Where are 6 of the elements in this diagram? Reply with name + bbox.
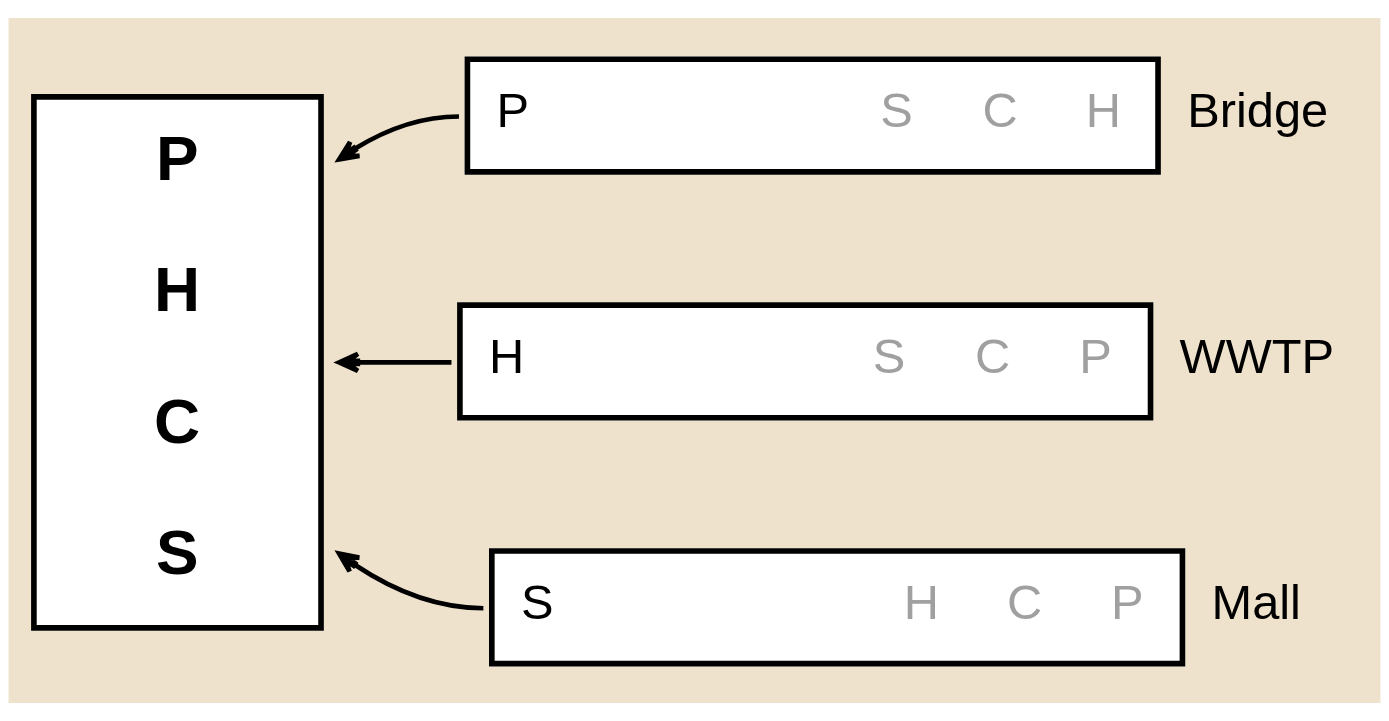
node-label: WWTP xyxy=(1179,329,1335,384)
node-label: Bridge xyxy=(1187,83,1329,138)
arrow xyxy=(336,114,460,162)
node-label: Mall xyxy=(1211,575,1301,630)
arrow xyxy=(336,351,452,374)
arrow xyxy=(336,551,484,611)
